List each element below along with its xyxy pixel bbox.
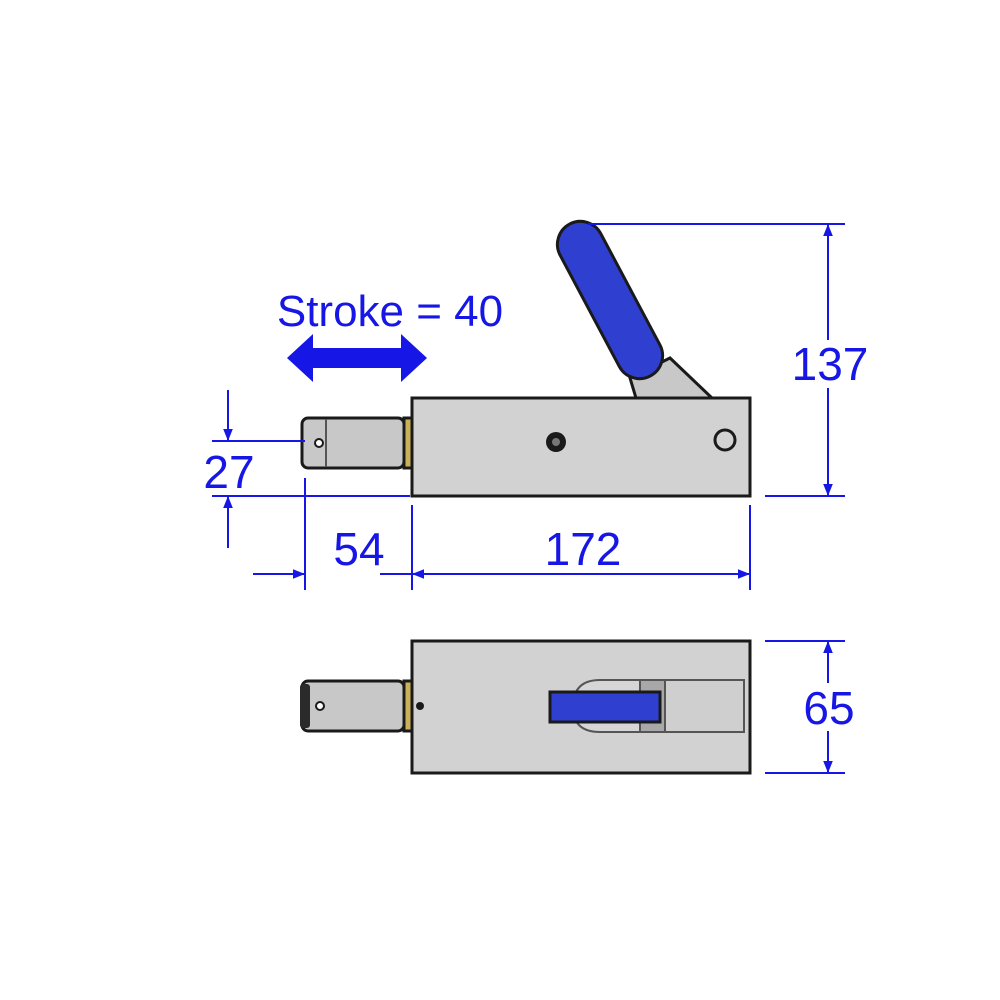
handle-grip-top	[548, 690, 662, 724]
side-view	[300, 219, 752, 498]
pin-side	[300, 416, 406, 470]
dim-pin-extension: 54	[333, 523, 384, 575]
dim-overall-height: 137	[792, 338, 869, 390]
pin-tip-top	[300, 684, 310, 728]
stroke-label: Stroke = 40	[277, 287, 503, 336]
pin-cross-hole	[314, 438, 324, 448]
top-view	[300, 639, 752, 775]
handle-grip	[555, 219, 665, 381]
handle	[555, 219, 716, 400]
dim-body-length: 172	[545, 523, 622, 575]
body-pin-hole-top	[416, 702, 424, 710]
body-hole-right	[713, 428, 737, 452]
body-block-side	[410, 396, 752, 498]
stroke-arrow-icon	[287, 334, 427, 382]
dimension-layer: Stroke = 40 27 54 172 137 65	[203, 223, 869, 774]
dim-body-width: 65	[803, 682, 854, 734]
dim-pin-diameter: 27	[203, 446, 254, 498]
pin-cross-hole-top	[315, 701, 325, 711]
body-hole-light	[552, 438, 560, 446]
